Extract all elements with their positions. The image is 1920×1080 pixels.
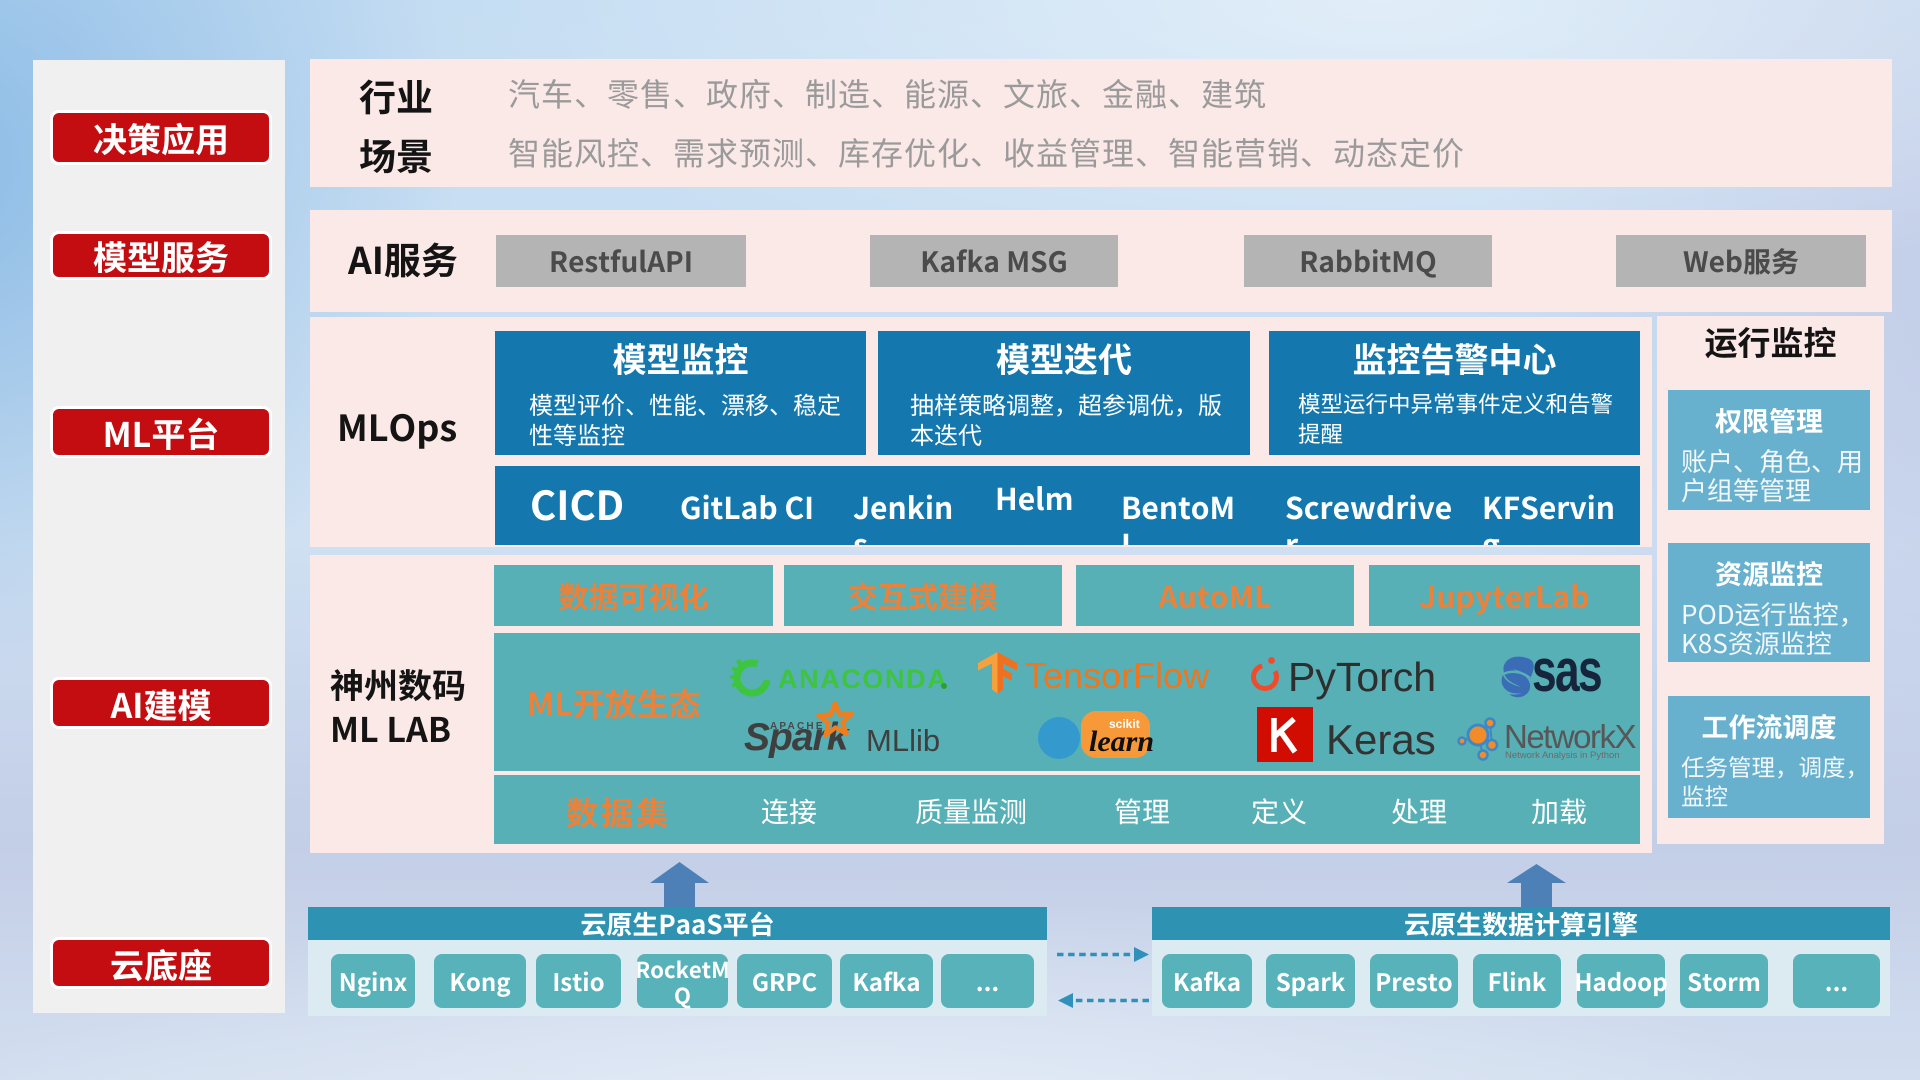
svg-text:Spark: Spark	[744, 716, 851, 759]
svg-text:PyTorch: PyTorch	[1288, 654, 1436, 700]
svg-text:scikit: scikit	[1109, 717, 1140, 731]
svg-text:Keras: Keras	[1326, 716, 1436, 763]
svg-text:NetworkX: NetworkX	[1504, 718, 1637, 755]
svg-text:ANACONDA: ANACONDA	[778, 664, 948, 694]
svg-text:Network Analysis in Python: Network Analysis in Python	[1505, 750, 1620, 761]
svg-text:MLlib: MLlib	[866, 723, 940, 758]
svg-text:sas: sas	[1532, 650, 1601, 700]
svg-text:APACHE: APACHE	[770, 721, 825, 732]
svg-text:learn: learn	[1089, 725, 1154, 758]
svg-text:TensorFlow: TensorFlow	[1025, 655, 1210, 696]
